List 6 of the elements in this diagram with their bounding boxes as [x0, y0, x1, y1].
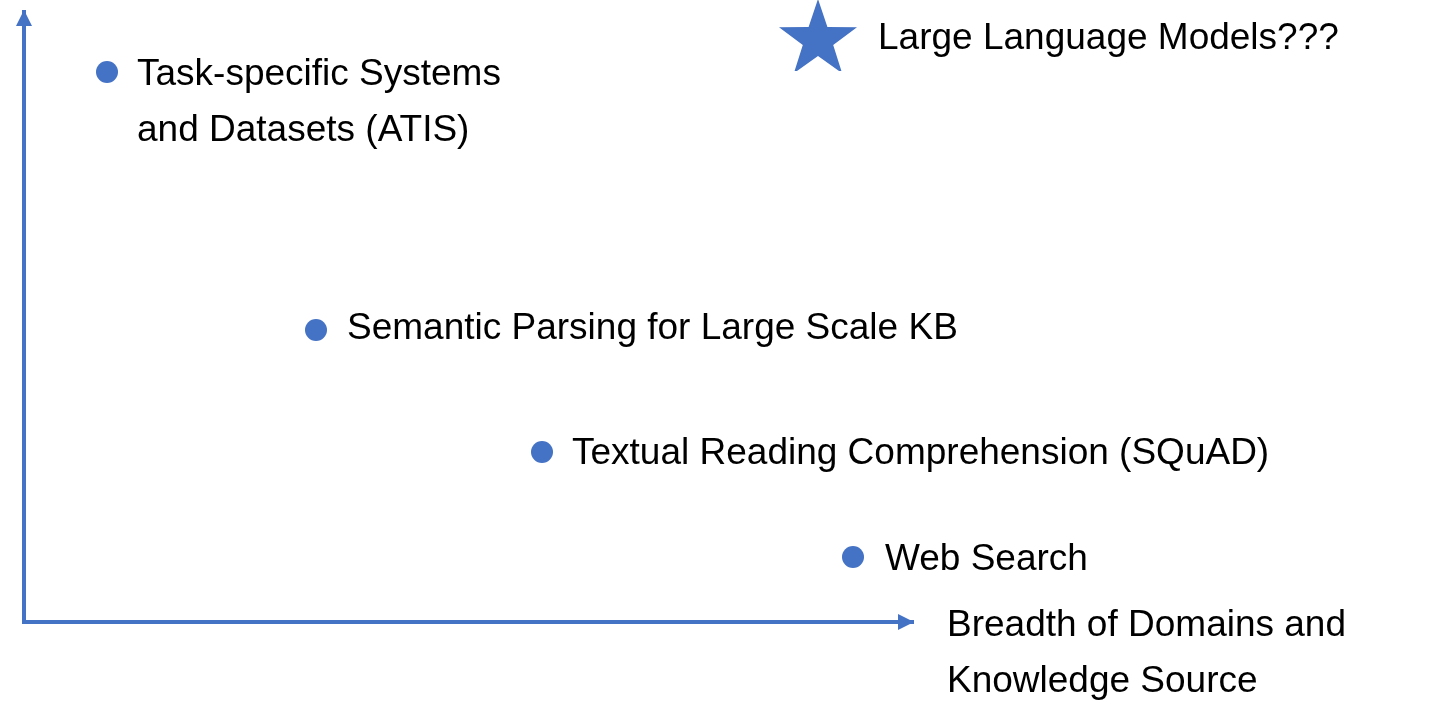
point-label: Textual Reading Comprehension (SQuAD)	[572, 430, 1271, 474]
point-label: Web Search	[885, 536, 1089, 580]
point-label: Task-specific Systems and Datasets (ATIS)	[137, 51, 502, 151]
point-label: Semantic Parsing for Large Scale KB	[347, 305, 959, 349]
point-label: Large Language Models???	[878, 15, 1340, 59]
axis-label: Breadth of Domains and Knowledge Source	[947, 602, 1347, 702]
